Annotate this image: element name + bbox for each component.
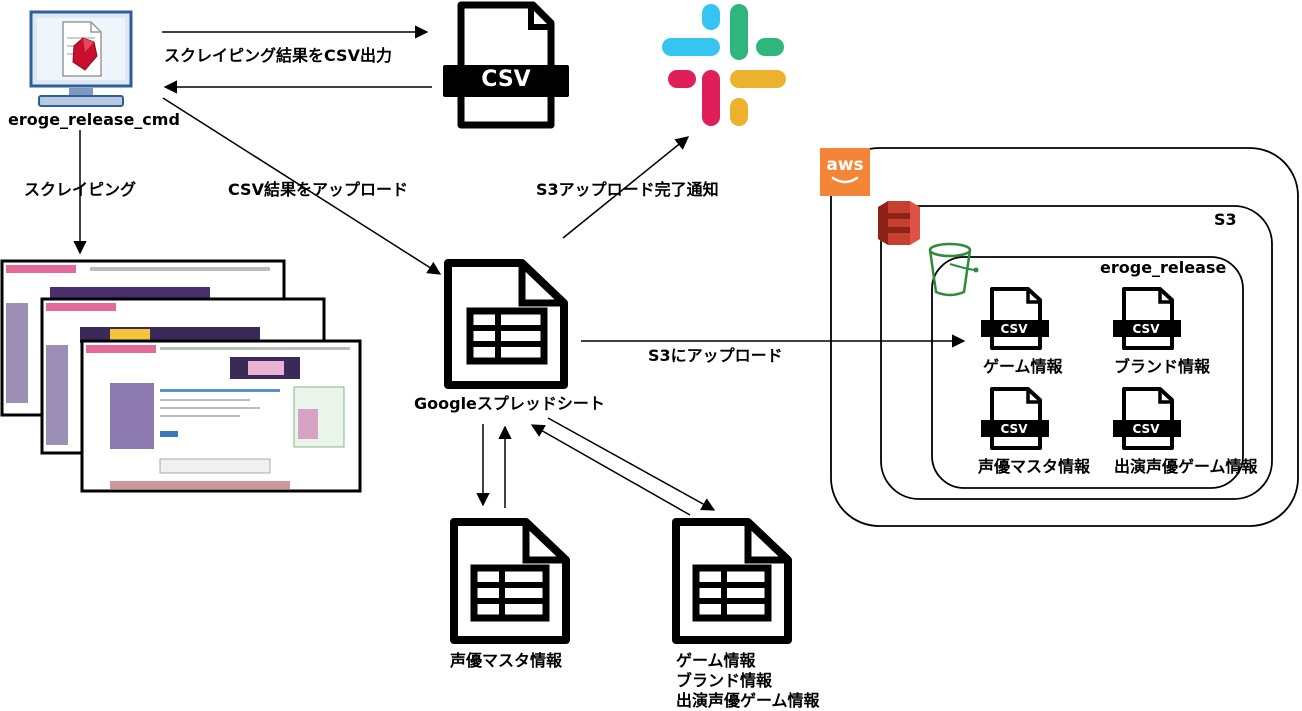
game-info-label-3: 出演声優ゲーム情報: [676, 691, 820, 710]
aws-container: [830, 147, 1299, 527]
arrow-gsheet-to-game: [547, 417, 716, 511]
csv-file-icon: [443, 1, 569, 129]
ruby-computer-icon: [29, 10, 133, 107]
s3-container: [880, 205, 1273, 500]
s3-label: S3: [1214, 210, 1237, 229]
game-info-label-1: ゲーム情報: [676, 651, 756, 670]
edge-label-s3-notify: S3アップロード完了通知: [536, 180, 719, 199]
bucket-file-game: ゲーム情報: [983, 357, 1063, 376]
csv-file-label: CSV: [481, 67, 531, 92]
edge-label-scraping: スクレイピング: [24, 180, 137, 199]
bucket-csv-badge-game: CSV: [1000, 322, 1028, 336]
bucket-csv-file-icon-cast: [1113, 387, 1181, 450]
bucket-container: [931, 256, 1244, 489]
gsheet-label: Googleスプレッドシート: [414, 394, 605, 413]
aws-logo-icon: aws: [820, 148, 870, 196]
game-info-spreadsheet-icon: [672, 518, 792, 644]
bucket-csv-file-icon-game: [981, 287, 1049, 350]
bucket-file-voice: 声優マスタ情報: [978, 457, 1091, 476]
bucket-file-brand: ブランド情報: [1114, 357, 1211, 376]
bucket-csv-badge-cast: CSV: [1132, 422, 1160, 436]
gsheet-spreadsheet-icon: [444, 259, 568, 389]
edge-label-csv-output: スクレイピング結果をCSV出力: [164, 46, 392, 65]
bucket-file-cast: 出演声優ゲーム情報: [1114, 457, 1258, 476]
voice-master-spreadsheet-icon: [450, 518, 570, 644]
arrow-game-to-gsheet: [530, 424, 691, 516]
bucket-csv-file-icon-voice: [981, 387, 1049, 450]
aws-smile-icon: [831, 176, 859, 184]
cmd-label: eroge_release_cmd: [8, 110, 180, 129]
bucket-csv-file-icon-brand: [1113, 287, 1181, 350]
bucket-csv-badge-voice: CSV: [1000, 422, 1028, 436]
arrow-cmd-to-gsheet: [162, 97, 442, 275]
bucket-label: eroge_release: [1100, 258, 1227, 277]
voice-master-label: 声優マスタ情報: [450, 651, 563, 670]
website-screenshots-icon: [0, 259, 362, 493]
arrow-gsheet-to-slack: [562, 136, 690, 239]
bucket-csv-badge-brand: CSV: [1132, 322, 1160, 336]
edge-label-s3-upload: S3にアップロード: [648, 346, 783, 365]
aws-logo-text: aws: [826, 155, 864, 175]
edge-label-csv-upload: CSV結果をアップロード: [228, 180, 408, 199]
game-info-label-2: ブランド情報: [676, 671, 773, 690]
slack-logo-icon: [662, 4, 786, 126]
s3-bucket-icon: [928, 242, 979, 297]
s3-service-icon: [878, 201, 920, 245]
